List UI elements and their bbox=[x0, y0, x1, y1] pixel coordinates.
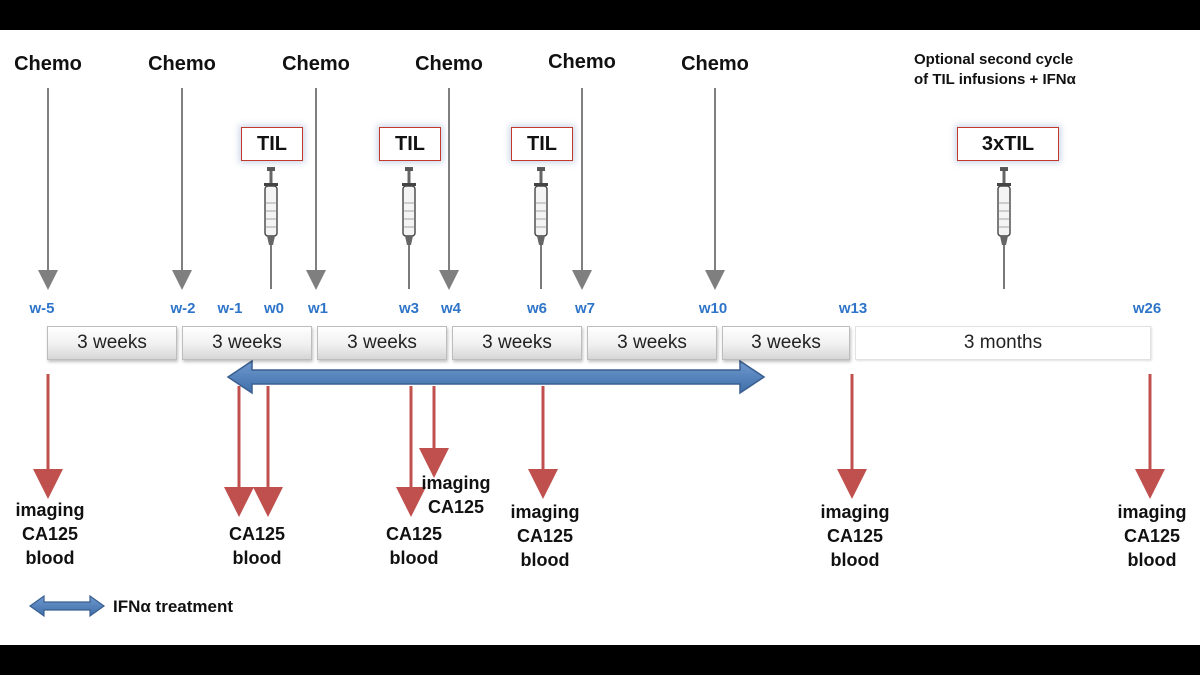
timeline-segment: 3 weeks bbox=[47, 326, 177, 360]
week-label: w0 bbox=[263, 300, 285, 317]
week-label: w7 bbox=[574, 300, 596, 317]
chemo-label: Chemo bbox=[282, 53, 350, 75]
optional-cycle-line1: Optional second cycle bbox=[914, 51, 1074, 68]
assessment-label-w6: imaging CA125 blood bbox=[510, 500, 579, 572]
assessment-line: CA125 bbox=[1123, 526, 1181, 546]
assessment-arrows bbox=[33, 374, 1165, 517]
diagram-graphics bbox=[28, 88, 1165, 618]
timeline-diagram: Chemo Chemo Chemo Chemo Chemo Chemo Opti… bbox=[0, 30, 1200, 645]
week-label: w10 bbox=[698, 300, 728, 317]
assessment-line: imaging bbox=[421, 473, 491, 493]
assessment-label-w13: imaging CA125 blood bbox=[820, 500, 889, 572]
assessment-label-w26: imaging CA125 blood bbox=[1117, 500, 1186, 572]
assessment-line: blood bbox=[520, 550, 570, 570]
syringe-icon bbox=[401, 166, 417, 290]
syringe-icons bbox=[263, 166, 1012, 290]
timeline-segment: 3 weeks bbox=[182, 326, 312, 360]
timeline-segment-months: 3 months bbox=[855, 326, 1151, 360]
ifn-treatment-arrow bbox=[226, 359, 766, 395]
week-label: w4 bbox=[440, 300, 462, 317]
assessment-line: CA125 bbox=[516, 526, 574, 546]
week-label: w3 bbox=[398, 300, 420, 317]
chemo-label: Chemo bbox=[548, 51, 616, 73]
legend-arrow-icon bbox=[28, 594, 106, 618]
assessment-label-w0: CA125 blood bbox=[229, 522, 285, 570]
optional-cycle-note: Optional second cycle of TIL infusions +… bbox=[914, 50, 1076, 90]
assessment-line: CA125 bbox=[826, 526, 884, 546]
assessment-line: imaging bbox=[15, 500, 85, 520]
assessment-line: imaging bbox=[820, 502, 890, 522]
syringe-icon bbox=[263, 166, 279, 290]
til-box: TIL bbox=[241, 127, 303, 161]
week-label: w26 bbox=[1132, 300, 1162, 317]
chemo-label: Chemo bbox=[14, 53, 82, 75]
assessment-line: blood bbox=[232, 548, 282, 568]
assessment-line: blood bbox=[830, 550, 880, 570]
timeline-segment: 3 weeks bbox=[587, 326, 717, 360]
week-label: w-1 bbox=[217, 300, 243, 317]
chemo-label: Chemo bbox=[415, 53, 483, 75]
assessment-line: imaging bbox=[1117, 502, 1187, 522]
timeline-segment: 3 weeks bbox=[317, 326, 447, 360]
assessment-label-w-5: imaging CA125 blood bbox=[15, 498, 84, 570]
assessment-line: imaging bbox=[510, 502, 580, 522]
syringe-icon bbox=[533, 166, 549, 290]
til-box: TIL bbox=[511, 127, 573, 161]
assessment-line: CA125 bbox=[427, 497, 485, 517]
assessment-line: CA125 bbox=[21, 524, 79, 544]
week-label: w1 bbox=[307, 300, 329, 317]
week-label: w6 bbox=[526, 300, 548, 317]
assessment-label-w3-extra: imaging CA125 bbox=[421, 471, 490, 519]
assessment-line: blood bbox=[25, 548, 75, 568]
assessment-line: blood bbox=[389, 548, 439, 568]
legend-label: IFNα treatment bbox=[113, 597, 234, 616]
assessment-line: CA125 bbox=[385, 524, 443, 544]
week-label: w13 bbox=[838, 300, 868, 317]
timeline-segment: 3 weeks bbox=[452, 326, 582, 360]
syringe-icon bbox=[996, 166, 1012, 290]
week-label: w-2 bbox=[170, 300, 196, 317]
optional-cycle-line2: of TIL infusions + IFNα bbox=[914, 71, 1076, 88]
assessment-label-w3: CA125 blood bbox=[386, 522, 442, 570]
chemo-label: Chemo bbox=[681, 53, 749, 75]
week-label: w-5 bbox=[29, 300, 55, 317]
chemo-arrows bbox=[38, 88, 725, 290]
assessment-line: blood bbox=[1127, 550, 1177, 570]
assessment-line: CA125 bbox=[228, 524, 286, 544]
chemo-label: Chemo bbox=[148, 53, 216, 75]
til-box: TIL bbox=[379, 127, 441, 161]
timeline-segment: 3 weeks bbox=[722, 326, 850, 360]
til-box: 3xTIL bbox=[957, 127, 1059, 161]
